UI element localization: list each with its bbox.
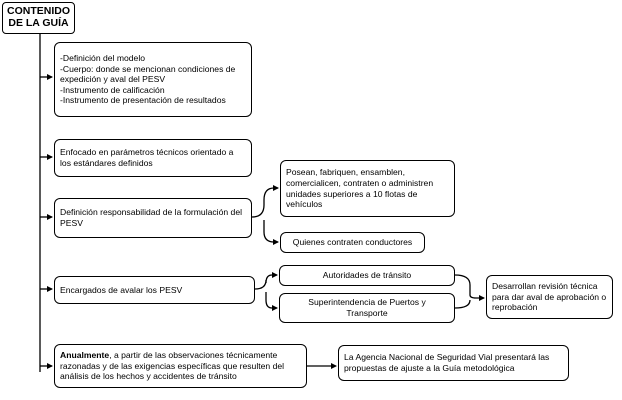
- anualmente-bold: Anualmente: [60, 350, 110, 361]
- anualmente-rest: , a partir de las observaciones técnicam…: [60, 350, 285, 382]
- superintendencia-text: Superintendencia de Puertos y Transporte: [308, 297, 426, 318]
- branch-encargados: [254, 272, 278, 290]
- box-enfocado: Enfocado en parámetros técnicos orientad…: [54, 139, 252, 177]
- modelo-line-2: -Cuerpo: donde se mencionan condiciones …: [60, 63, 236, 74]
- posean-text: Posean, fabriquen, ensamblen, comerciali…: [286, 167, 434, 210]
- box-desarrollan: Desarrollan revisión técnica para dar av…: [486, 275, 613, 319]
- desarrollan-text: Desarrollan revisión técnica para dar av…: [492, 281, 607, 313]
- modelo-line-4: -Instrumento de calificación: [60, 84, 165, 95]
- title-line-2: DE LA GUÍA: [8, 17, 69, 29]
- quienes-text: Quienes contraten conductores: [292, 237, 413, 248]
- box-encargados: Encargados de avalar los PESV: [54, 276, 255, 304]
- autoridades-text: Autoridades de tránsito: [322, 270, 412, 281]
- definicion-text: Definición responsabilidad de la formula…: [60, 207, 243, 228]
- box-anualmente: Anualmente, a partir de las observacione…: [54, 344, 307, 388]
- box-superintendencia: Superintendencia de Puertos y Transporte: [279, 293, 455, 323]
- box-posean: Posean, fabriquen, ensamblen, comerciali…: [280, 160, 455, 217]
- merge-to-desarrollan: [454, 274, 485, 301]
- box-definicion: Definición responsabilidad de la formula…: [54, 198, 252, 238]
- box-agencia: La Agencia Nacional de Seguridad Vial pr…: [338, 345, 569, 381]
- box-modelo: -Definición del modelo -Cuerpo: donde se…: [54, 42, 252, 117]
- title-box: CONTENIDO DE LA GUÍA: [2, 2, 75, 34]
- title-line-1: CONTENIDO: [7, 5, 70, 17]
- encargados-text: Encargados de avalar los PESV: [60, 284, 183, 295]
- branch-definicion: [251, 185, 279, 218]
- modelo-line-3: expedición y aval del PESV: [60, 74, 166, 85]
- agencia-text: La Agencia Nacional de Seguridad Vial pr…: [344, 352, 550, 373]
- modelo-line-1: -Definición del modelo: [60, 53, 146, 63]
- box-quienes: Quienes contraten conductores: [280, 232, 425, 253]
- modelo-line-5: -Instrumento de presentación de resultad…: [60, 95, 226, 106]
- box-autoridades: Autoridades de tránsito: [279, 265, 455, 286]
- enfocado-text: Enfocado en parámetros técnicos orientad…: [60, 147, 234, 168]
- anualmente-text: Anualmente, a partir de las observacione…: [60, 350, 301, 382]
